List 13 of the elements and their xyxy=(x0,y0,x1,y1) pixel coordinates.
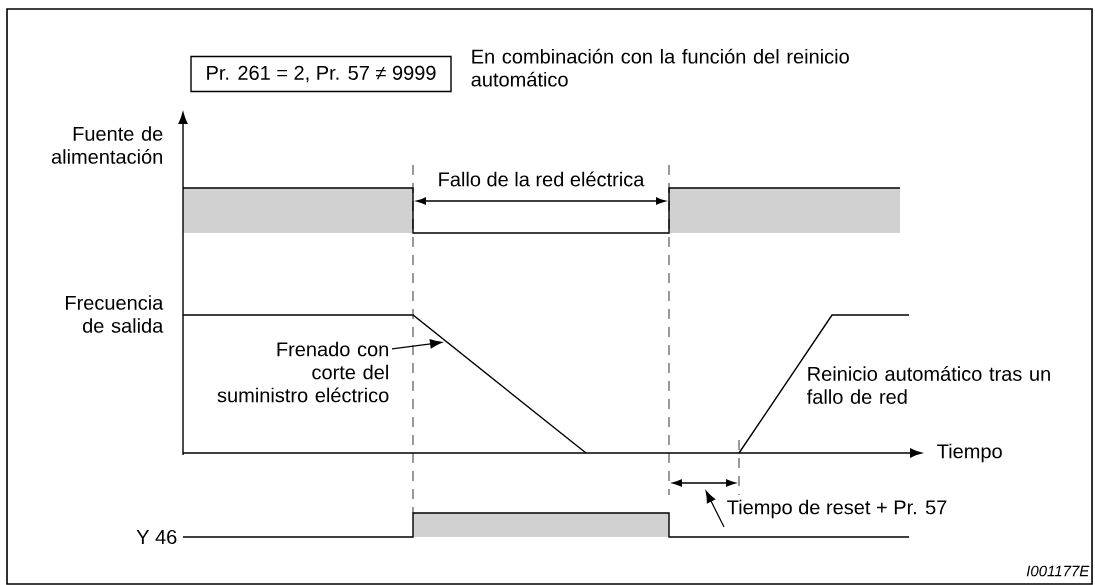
signal-label: Y 46 xyxy=(136,529,177,545)
axis-label: Fuente de alimentación xyxy=(51,126,163,164)
figure-id: I001177E xyxy=(1026,565,1090,577)
axis-label: Frecuencia de salida xyxy=(66,295,164,333)
leader-line xyxy=(705,490,725,528)
parameter-box: Pr. 261 = 2, Pr. 57 ≠ 9999 xyxy=(190,55,452,93)
annotation-text: Reinicio automático tras un fallo de red xyxy=(807,366,1050,404)
dimension-label: Fallo de la red eléctrica xyxy=(439,171,645,187)
annotation-text: Frenado con corte del suministro eléctrico xyxy=(217,341,389,403)
axis-label: Tiempo xyxy=(937,443,1002,463)
leader-line xyxy=(391,339,443,350)
note-text: En combinación con la función del reinicio automático xyxy=(471,48,849,87)
annotation-text: Tiempo de reset + Pr. 57 xyxy=(727,499,947,519)
